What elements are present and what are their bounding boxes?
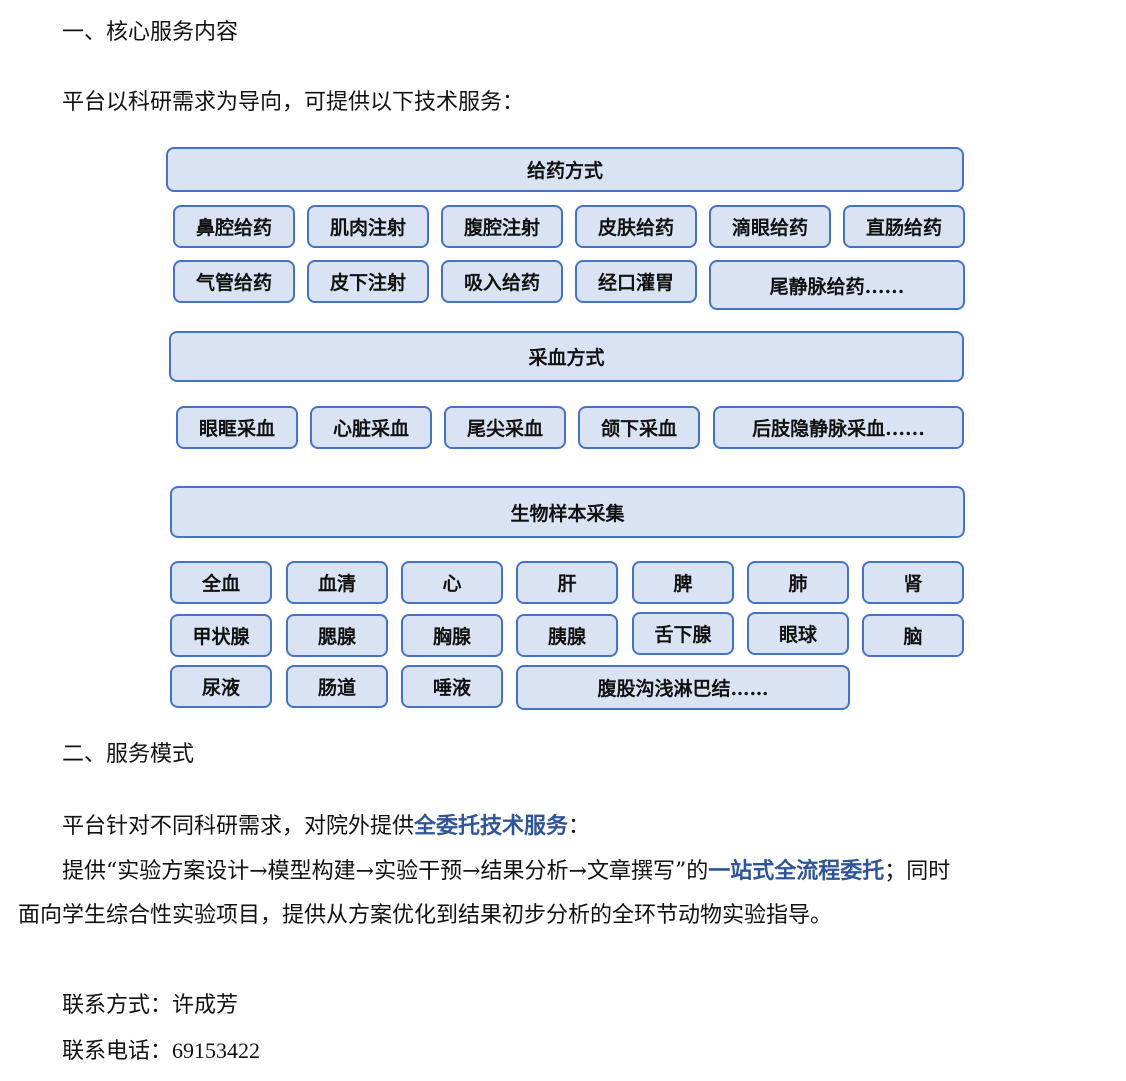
sample-item: 唾液 <box>401 665 503 708</box>
contact-method-label: 联系方式： <box>62 993 173 1018</box>
blood-item: 眼眶采血 <box>176 406 298 449</box>
contact-phone: 联系电话：69153422 <box>62 1036 260 1067</box>
section-heading-core-services: 一、核心服务内容 <box>62 20 239 45</box>
dosing-item: 经口灌胃 <box>575 260 697 303</box>
sample-item: 胰腺 <box>516 614 618 657</box>
sample-item: 腮腺 <box>286 614 388 657</box>
sample-item: 肺 <box>747 561 849 604</box>
samples-header: 生物样本采集 <box>170 486 965 538</box>
blood-item: 后肢隐静脉采血...... <box>713 406 964 449</box>
contact-phone-value: 69153422 <box>172 1038 261 1063</box>
dosing-item: 尾静脉给药...... <box>709 260 965 310</box>
blood-header: 采血方式 <box>169 331 964 382</box>
blood-item: 心脏采血 <box>310 406 432 449</box>
dosing-item: 鼻腔给药 <box>173 205 295 248</box>
dosing-header: 给药方式 <box>166 147 964 192</box>
service-paragraph-1: 平台针对不同科研需求，对院外提供全委托技术服务： <box>62 811 590 842</box>
sample-item: 肝 <box>516 561 618 604</box>
service-paragraph-2: 提供“实验方案设计→模型构建→实验干预→结果分析→文章撰写”的一站式全流程委托；… <box>62 856 950 887</box>
dosing-item: 滴眼给药 <box>709 205 831 248</box>
dosing-item: 皮肤给药 <box>575 205 697 248</box>
sample-item: 全血 <box>170 561 272 604</box>
sample-item: 血清 <box>286 561 388 604</box>
sample-item: 心 <box>401 561 503 604</box>
contact-phone-label: 联系电话： <box>62 1039 173 1064</box>
dosing-item: 腹腔注射 <box>441 205 563 248</box>
sample-item: 眼球 <box>747 612 849 655</box>
sample-item: 肾 <box>862 561 964 604</box>
contact-method-value: 许成芳 <box>172 993 239 1018</box>
sample-item: 腹股沟浅淋巴结…… <box>516 665 850 710</box>
section-heading-service-mode: 二、服务模式 <box>62 742 195 767</box>
sample-item: 尿液 <box>170 665 272 708</box>
contact-method: 联系方式：许成芳 <box>62 991 238 1021</box>
blood-item: 尾尖采血 <box>444 406 566 449</box>
blood-item: 颌下采血 <box>578 406 700 449</box>
service-text: 提供“实验方案设计→模型构建→实验干预→结果分析→文章撰写”的 <box>62 859 709 884</box>
sample-item: 胸腺 <box>401 614 503 657</box>
service-text: ；同时 <box>884 859 951 884</box>
intro-paragraph: 平台以科研需求为导向，可提供以下技术服务： <box>62 90 525 115</box>
dosing-item: 气管给药 <box>173 260 295 303</box>
service-text: ： <box>568 814 591 839</box>
sample-item: 舌下腺 <box>632 612 734 655</box>
dosing-item: 肌肉注射 <box>307 205 429 248</box>
dosing-item: 皮下注射 <box>307 260 429 303</box>
sample-item: 脾 <box>632 561 734 604</box>
dosing-item: 直肠给药 <box>843 205 965 248</box>
sample-item: 甲状腺 <box>170 614 272 657</box>
sample-item: 脑 <box>862 614 964 657</box>
highlight-one-stop: 一站式全流程委托 <box>708 858 885 884</box>
service-text: 平台针对不同科研需求，对院外提供 <box>62 814 415 839</box>
highlight-full-entrust: 全委托技术服务 <box>414 813 569 839</box>
service-paragraph-3: 面向学生综合性实验项目，提供从方案优化到结果初步分析的全环节动物实验指导。 <box>18 903 833 928</box>
sample-item: 肠道 <box>286 665 388 708</box>
dosing-item: 吸入给药 <box>441 260 563 303</box>
